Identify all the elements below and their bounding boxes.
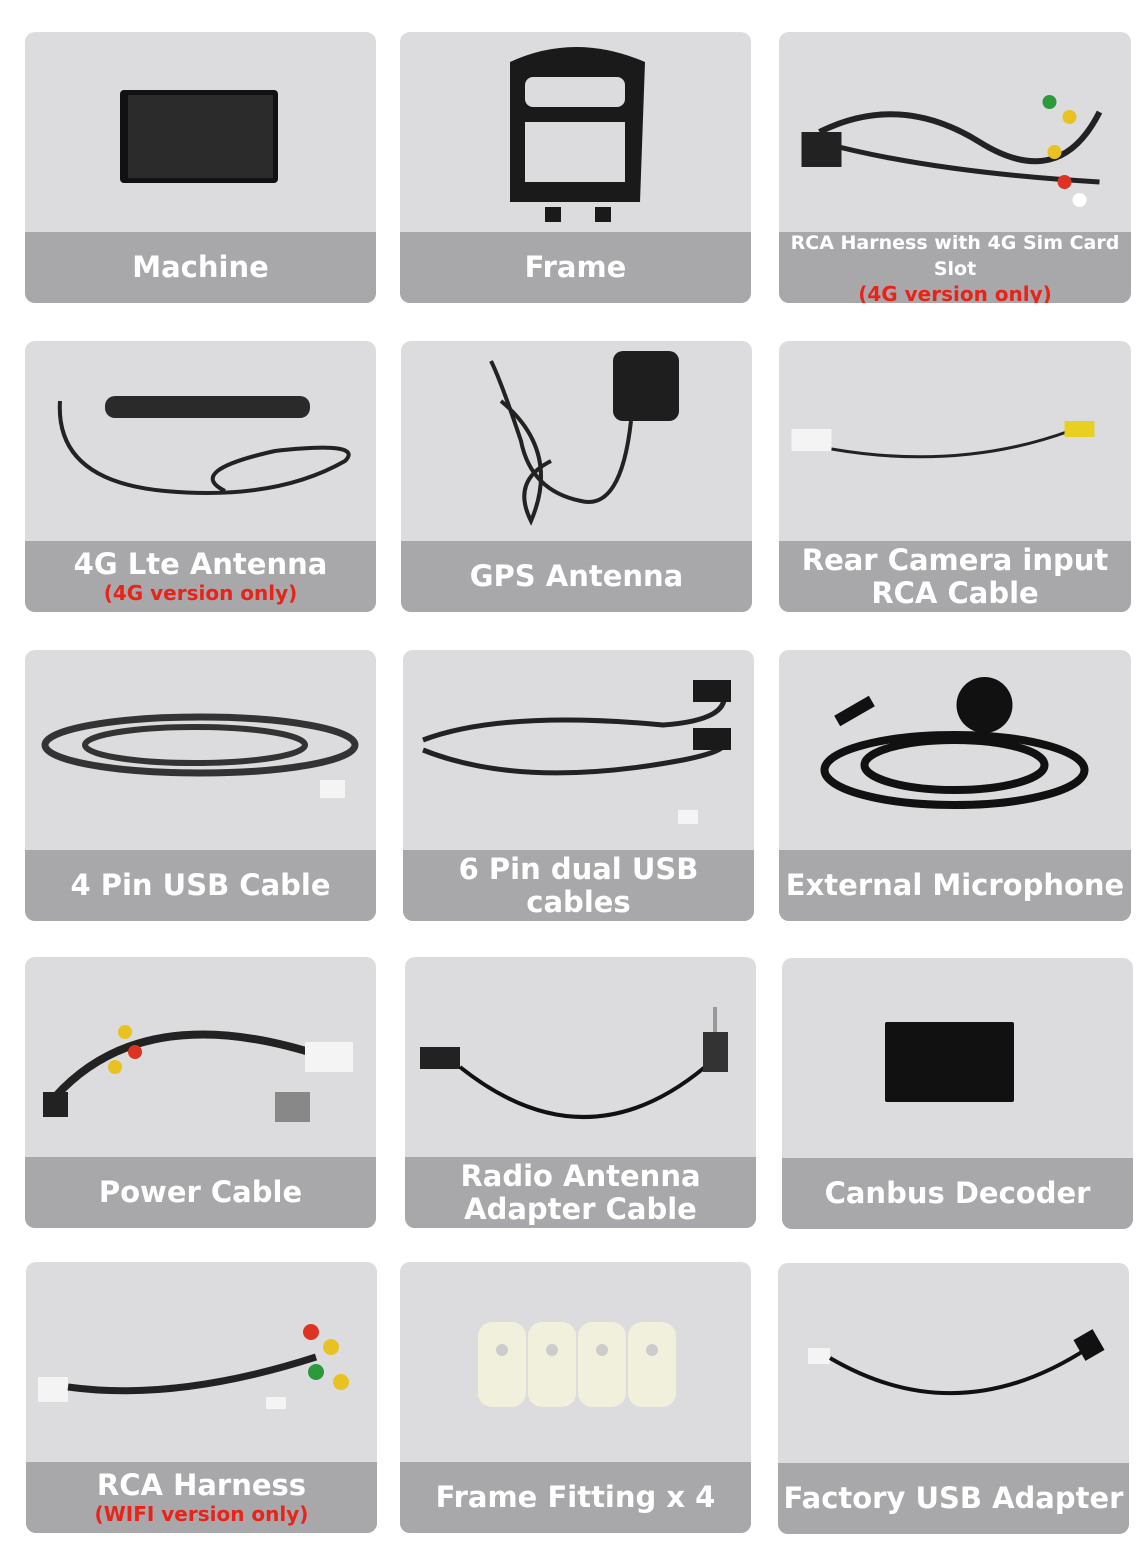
item-6pin-dual-usb: 6 Pin dual USB cables — [403, 650, 754, 921]
radio-antenna-adapter-image — [405, 957, 756, 1157]
item-title: Factory USB Adapter — [783, 1481, 1124, 1515]
item-frame: Frame — [400, 32, 751, 303]
rca-harness-wifi-image — [26, 1262, 377, 1462]
item-rear-camera-cable: Rear Camera input RCA Cable — [779, 341, 1131, 612]
item-title: Power Cable — [98, 1175, 303, 1209]
item-frame-fitting: Frame Fitting x 4 — [400, 1262, 751, 1533]
item-title: Radio Antenna Adapter Cable — [460, 1158, 701, 1226]
item-title: GPS Antenna — [469, 559, 684, 593]
item-title: Rear Camera input RCA Cable — [801, 542, 1109, 610]
rear-camera-cable-image — [779, 341, 1131, 541]
item-gps-antenna: GPS Antenna — [401, 341, 752, 612]
item-external-microphone: External Microphone — [779, 650, 1131, 921]
item-note: (4G version only) — [858, 281, 1052, 304]
item-4g-antenna: 4G Lte Antenna(4G version only) — [25, 341, 376, 612]
4pin-usb-image — [25, 650, 376, 850]
frame-fitting-image — [400, 1262, 751, 1462]
frame-image — [400, 32, 751, 232]
item-title: Frame — [524, 250, 627, 284]
item-rca-harness-wifi: RCA Harness(WIFI version only) — [26, 1262, 377, 1533]
item-title: 6 Pin dual USB cables — [458, 851, 699, 919]
item-4pin-usb: 4 Pin USB Cable — [25, 650, 376, 921]
item-note: (4G version only) — [103, 581, 298, 605]
item-note: (WIFI version only) — [94, 1502, 309, 1526]
item-rca-harness-4g: RCA Harness with 4G Sim Card Slot(4G ver… — [779, 32, 1131, 303]
item-title: External Microphone — [785, 868, 1125, 902]
item-title: Machine — [132, 250, 269, 284]
item-factory-usb-adapter: Factory USB Adapter — [778, 1263, 1129, 1534]
4g-antenna-image — [25, 341, 376, 541]
item-power-cable: Power Cable — [25, 957, 376, 1228]
item-title: Frame Fitting x 4 — [435, 1480, 716, 1514]
6pin-usb-image — [403, 650, 754, 850]
gps-antenna-image — [401, 341, 752, 541]
rca-harness-image — [779, 32, 1131, 232]
machine-image — [25, 32, 376, 232]
item-radio-antenna-adapter: Radio Antenna Adapter Cable — [405, 957, 756, 1228]
item-canbus-decoder: Canbus Decoder — [782, 958, 1133, 1229]
item-title: RCA Harness with 4G Sim Card Slot — [790, 231, 1120, 280]
canbus-decoder-image — [782, 958, 1133, 1158]
factory-usb-adapter-image — [778, 1263, 1129, 1463]
microphone-image — [779, 650, 1131, 850]
item-machine: Machine — [25, 32, 376, 303]
item-title: 4 Pin USB Cable — [70, 868, 331, 902]
power-cable-image — [25, 957, 376, 1157]
item-title: Canbus Decoder — [824, 1176, 1091, 1210]
item-title: RCA Harness — [96, 1468, 307, 1502]
item-title: 4G Lte Antenna — [73, 547, 328, 581]
